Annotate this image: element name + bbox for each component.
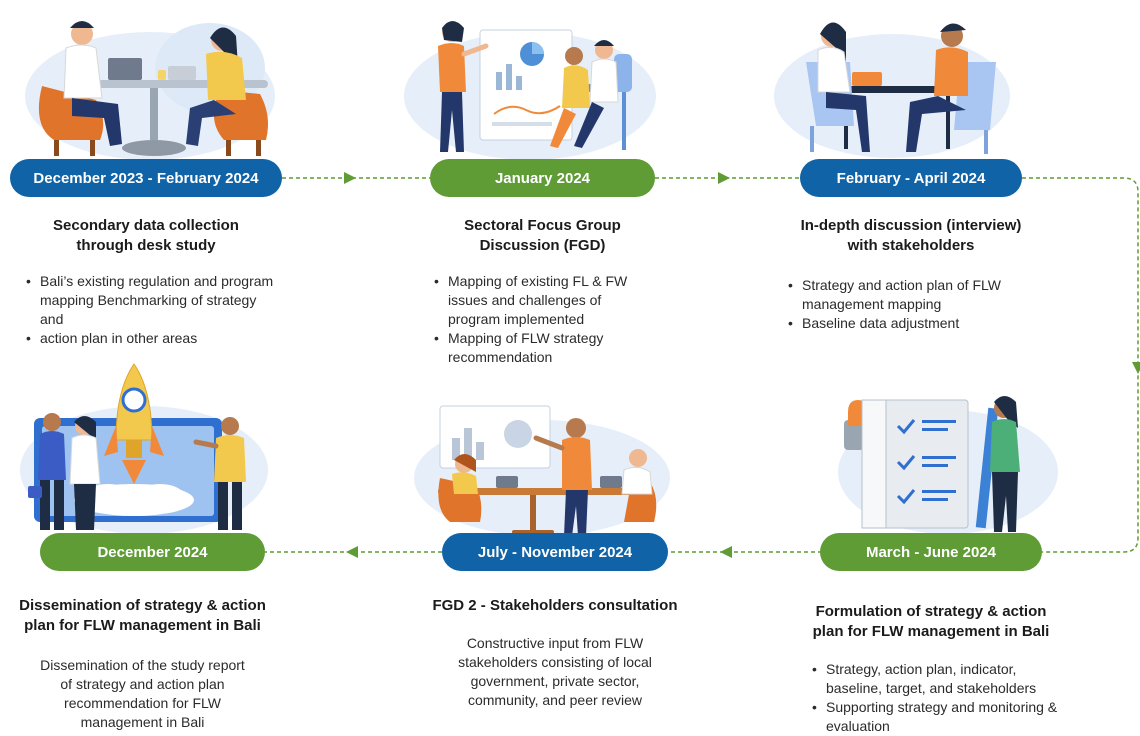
presentation-with-chart-illustration xyxy=(404,21,656,160)
date-pill-step-6: December 2024 xyxy=(40,533,265,571)
rocket-launch-illustration xyxy=(20,363,268,534)
step-4-title-line: Formulation of strategy & action xyxy=(815,603,1047,620)
step-2-title: Sectoral Focus Group Discussion (FGD) xyxy=(420,216,665,256)
step-5-body-line: government, private sector, xyxy=(470,673,640,689)
team-discussion-illustration xyxy=(414,405,670,536)
step-6-body-line: recommendation for FLW xyxy=(64,695,221,711)
step-2-title-line: Discussion (FGD) xyxy=(479,237,606,254)
date-pill-step-4: March - June 2024 xyxy=(820,533,1042,571)
step-6-body-line: of strategy and action plan xyxy=(60,676,225,692)
interview-at-table-illustration xyxy=(774,22,1010,158)
date-pill-step-3: February - April 2024 xyxy=(800,159,1022,197)
step-4-bullet: Strategy, action plan, indicator, baseli… xyxy=(812,660,1074,698)
step-2-bullet: Mapping of FLW strategy recommendation xyxy=(434,329,649,367)
step-3-bullets: Strategy and action plan of FLW manageme… xyxy=(788,276,1028,333)
step-6-title-line: plan for FLW management in Bali xyxy=(24,617,261,634)
step-1-title: Secondary data collection through desk s… xyxy=(10,216,282,256)
step-1-title-line: Secondary data collection xyxy=(53,217,239,234)
step-1-bullets: Bali’s existing regulation and program m… xyxy=(26,272,278,348)
step-1-bullet: Bali’s existing regulation and program m… xyxy=(26,272,278,329)
date-pill-step-1: December 2023 - February 2024 xyxy=(10,159,282,197)
step-4-bullet: Supporting strategy and monitoring & eva… xyxy=(812,698,1074,736)
step-3-title: In-depth discussion (interview) with sta… xyxy=(780,216,1042,256)
step-4-title-line: plan for FLW management in Bali xyxy=(812,623,1050,640)
date-pill-step-5: July - November 2024 xyxy=(442,533,668,571)
arrow-left-icon xyxy=(720,546,732,558)
step-1-title-line: through desk study xyxy=(76,237,216,254)
date-pill-step-2: January 2024 xyxy=(430,159,655,197)
step-5-body-line: Constructive input from FLW xyxy=(466,635,644,651)
arrow-right-icon xyxy=(718,172,730,184)
step-6-title: Dissemination of strategy & action plan … xyxy=(0,596,285,636)
step-3-bullet: Strategy and action plan of FLW manageme… xyxy=(788,276,1028,314)
step-4-bullets: Strategy, action plan, indicator, baseli… xyxy=(812,660,1074,736)
step-3-title-line: In-depth discussion (interview) xyxy=(800,217,1022,234)
checklist-and-pencil-illustration xyxy=(838,396,1058,534)
step-2-bullets: Mapping of existing FL & FW issues and c… xyxy=(434,272,649,367)
meeting-at-round-table-illustration xyxy=(25,21,275,160)
step-3-bullet: Baseline data adjustment xyxy=(788,314,1028,333)
step-5-title-line: FGD 2 - Stakeholders consultation xyxy=(432,597,678,614)
step-6-body: Dissemination of the study report of str… xyxy=(10,656,275,732)
step-6-body-line: management in Bali xyxy=(80,714,205,730)
step-6-body-line: Dissemination of the study report xyxy=(40,657,245,673)
step-3-title-line: with stakeholders xyxy=(847,237,975,254)
step-5-body-line: stakeholders consisting of local xyxy=(458,654,652,670)
step-4-title: Formulation of strategy & action plan fo… xyxy=(790,602,1072,642)
arrow-right-icon xyxy=(344,172,356,184)
step-2-bullet: Mapping of existing FL & FW issues and c… xyxy=(434,272,649,329)
arrow-left-icon xyxy=(346,546,358,558)
step-1-bullet: action plan in other areas xyxy=(26,329,278,348)
step-6-title-line: Dissemination of strategy & action xyxy=(19,597,266,614)
step-5-body: Constructive input from FLW stakeholders… xyxy=(420,634,690,710)
step-2-title-line: Sectoral Focus Group xyxy=(464,217,621,234)
step-5-body-line: community, and peer review xyxy=(467,692,643,708)
arrow-down-icon xyxy=(1132,362,1140,374)
step-5-title: FGD 2 - Stakeholders consultation xyxy=(410,596,700,616)
